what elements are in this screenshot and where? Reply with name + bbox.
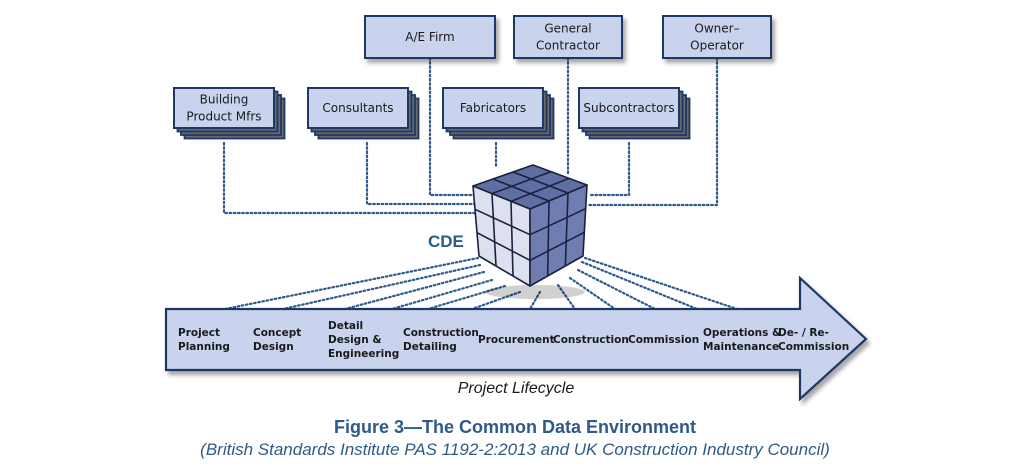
lifecycle-label: Project Lifecycle	[458, 380, 575, 397]
label-line: Contractor	[536, 39, 600, 53]
fan-connector	[470, 290, 522, 311]
connector-owner-operator	[586, 56, 719, 207]
fan-connector	[281, 263, 482, 311]
participant-stack-subcontractors: Subcontractors	[578, 87, 691, 140]
label-line: Operator	[690, 39, 744, 53]
stage-label-line: Concept	[253, 327, 301, 339]
stage-label-line: Detail	[328, 320, 363, 332]
fan-connector	[576, 268, 657, 311]
connectors-lifecycle	[223, 256, 739, 311]
box-frame	[513, 15, 623, 59]
lifecycle-stage: Commission	[628, 334, 699, 346]
stage-label-line: Project	[178, 327, 220, 339]
stage-label-line: Engineering	[328, 348, 399, 360]
cube-grid-line	[529, 207, 587, 236]
fan-connector	[556, 283, 577, 311]
lifecycle-stage: Operations & Maintenance	[703, 327, 781, 353]
label-line: Subcontractors	[583, 101, 674, 115]
stage-label-line: Design &	[328, 334, 382, 346]
stage-label-line: Procurement	[478, 334, 555, 346]
label-line: Product Mfrs	[186, 110, 261, 124]
box-frame	[364, 15, 496, 59]
stage-label-line: Planning	[178, 341, 230, 353]
fan-connector	[343, 270, 486, 311]
cube-grid-line	[546, 200, 550, 277]
participant-box-owner-operator: Owner– Operator	[662, 15, 772, 59]
box-frame	[578, 87, 680, 129]
box-frame	[442, 87, 544, 129]
lifecycle-stage: Construction	[553, 334, 629, 346]
stage-label-line: Commission	[628, 334, 699, 346]
cube-grid-line	[529, 231, 585, 262]
cube-grid-line	[491, 193, 497, 267]
cube-icon	[472, 164, 588, 299]
label-line: Owner–	[694, 22, 739, 36]
cube-grid-line	[510, 177, 570, 203]
participant-stack-consultants: Consultants	[307, 87, 420, 140]
label-line: Fabricators	[460, 101, 526, 115]
stage-label-line: Design	[253, 341, 294, 353]
lifecycle-stage: Procurement	[478, 334, 555, 346]
cube-grid-line	[491, 170, 552, 195]
participant-stack-fabricators: Fabricators	[442, 87, 555, 140]
fan-connector	[580, 260, 699, 311]
cube-shadow	[485, 285, 585, 299]
cube-grid-line	[512, 171, 569, 194]
cube-grid-line	[476, 231, 531, 262]
fan-connector	[528, 290, 542, 311]
cube-grid-line	[474, 208, 531, 236]
figure-title: Figure 3—The Common Data Environment	[334, 417, 696, 437]
connectors-top	[222, 56, 719, 215]
connector-subcontractors	[588, 141, 631, 197]
stage-label-line: Construction	[403, 327, 479, 339]
box-frame	[173, 87, 275, 129]
stage-label-line: De- / Re-	[778, 327, 829, 339]
label-line: A/E Firm	[405, 30, 454, 44]
label-line: General	[544, 22, 591, 36]
lifecycle-arrow	[164, 275, 868, 402]
fan-connector	[223, 256, 480, 311]
fan-connector	[390, 278, 494, 311]
cube-grid-line	[492, 178, 550, 202]
fan-connector	[426, 284, 507, 311]
figure-subtitle: (British Standards Institute PAS 1192-2:…	[200, 440, 830, 459]
stage-label-line: Operations &	[703, 327, 781, 339]
participant-box-ae-firm: A/E Firm	[364, 15, 496, 59]
connector-building-product-mfrs	[222, 141, 476, 215]
stage-label-line: Construction	[553, 334, 629, 346]
fan-connector	[568, 276, 617, 311]
stage-label-line: Detailing	[403, 341, 457, 353]
fan-connector	[583, 256, 739, 311]
label-line: Consultants	[322, 101, 393, 115]
box-frame	[662, 15, 772, 59]
cde-label: CDE	[428, 232, 464, 251]
connector-consultants	[365, 141, 476, 206]
stage-label-line: Maintenance	[703, 341, 779, 353]
cube-grid-line	[510, 201, 514, 277]
box-frame	[307, 87, 409, 129]
connector-ae-firm	[428, 56, 476, 197]
stage-label-line: Commission	[778, 341, 849, 353]
cube-grid-line	[564, 192, 569, 267]
lifecycle-stage: De- / Re- Commission	[778, 327, 849, 353]
label-line: Building	[200, 93, 249, 107]
